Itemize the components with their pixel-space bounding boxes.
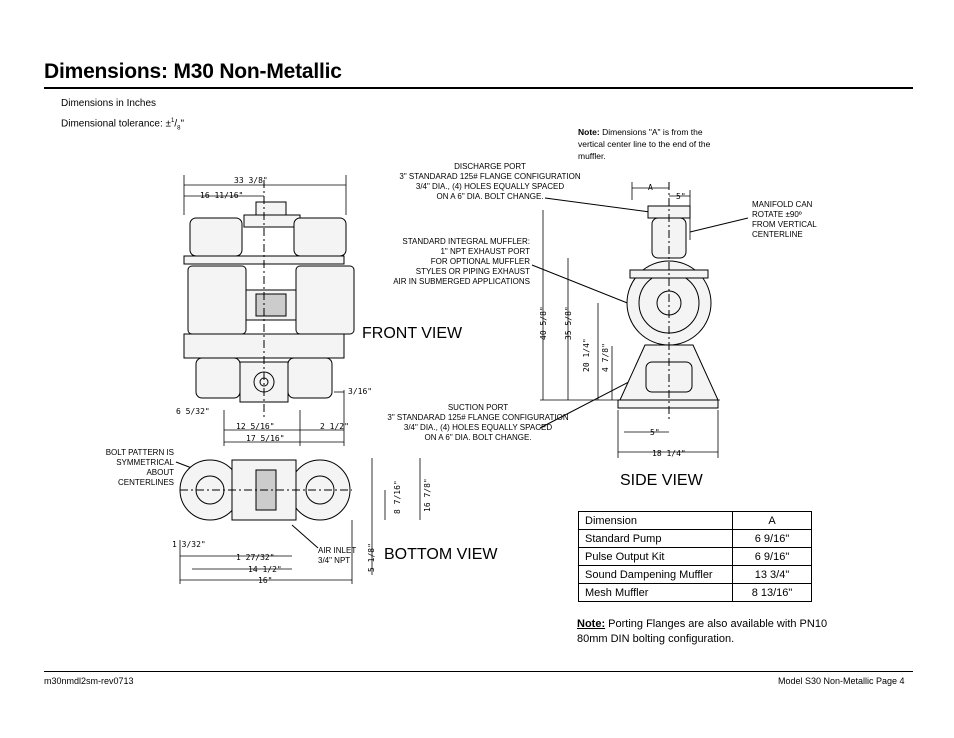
- leader-discharge: [544, 197, 651, 213]
- callout-suction-port: SUCTION PORT 3" STANDARAD 125# FLANGE CO…: [387, 403, 569, 442]
- title-rule: [44, 87, 913, 89]
- dim-40-5-8: 40 5/8": [539, 306, 548, 340]
- dim-side-5a: 5": [676, 192, 686, 201]
- dim-5-1-8: 5 1/8": [367, 543, 376, 572]
- callout-manifold: MANIFOLD CAN ROTATE ±90º FROM VERTICAL C…: [752, 200, 817, 239]
- dim-side-5b: 5": [650, 428, 660, 437]
- table-header-cell: A: [732, 511, 812, 530]
- bottom-view-label: BOTTOM VIEW: [384, 546, 498, 563]
- table-row: Sound Dampening Muffler 13 3/4": [578, 565, 812, 584]
- dim-side-width: 18 1/4": [652, 449, 686, 458]
- dimension-table: Dimension A Standard Pump 6 9/16" Pulse …: [578, 511, 812, 602]
- callout-muffler: STANDARD INTEGRAL MUFFLER: 1" NPT EXHAUS…: [393, 237, 530, 286]
- note-dimension-a: Note: Dimensions "A" is from the vertica…: [578, 127, 711, 161]
- footer-page-label: Model S30 Non-Metallic Page 4: [778, 676, 905, 686]
- leader-manifold: [689, 217, 749, 233]
- footer-rule: [44, 671, 913, 672]
- table-cell: 8 13/16": [732, 583, 812, 602]
- table-row: Standard Pump 6 9/16": [578, 529, 812, 548]
- table-header-cell: Dimension: [578, 511, 733, 530]
- side-view-label: SIDE VIEW: [620, 472, 703, 489]
- dim-16: 16": [258, 576, 272, 585]
- tolerance-note: Dimensional tolerance: ±1/8": [61, 118, 185, 132]
- callout-bolt-pattern: BOLT PATTERN IS SYMMETRICAL ABOUT CENTER…: [105, 448, 174, 487]
- dim-1-27-32: 1 27/32": [236, 553, 275, 562]
- table-cell: Sound Dampening Muffler: [578, 565, 733, 584]
- side-view-drawing: [617, 182, 719, 420]
- units-note: Dimensions in Inches: [61, 98, 157, 109]
- page-title: Dimensions: M30 Non-Metallic: [44, 60, 342, 83]
- table-cell: 6 9/16": [732, 529, 812, 548]
- dim-8-7-16: 8 7/16": [393, 480, 402, 514]
- dim-front-half: 16 11/16": [200, 191, 243, 200]
- front-view-label: FRONT VIEW: [362, 325, 463, 342]
- table-cell: Standard Pump: [578, 529, 733, 548]
- dim-17-5-16: 17 5/16": [246, 434, 285, 443]
- table-cell: 6 9/16": [732, 547, 812, 566]
- table-cell: Mesh Muffler: [578, 583, 733, 602]
- front-view-drawing: [183, 180, 355, 420]
- table-cell: 13 3/4": [732, 565, 812, 584]
- dim-35-5-8: 35 5/8": [564, 306, 573, 340]
- table-cell: Pulse Output Kit: [578, 547, 733, 566]
- table-header-row: Dimension A: [578, 511, 812, 530]
- dim-12-5-16: 12 5/16": [236, 422, 275, 431]
- table-row: Pulse Output Kit 6 9/16": [578, 547, 812, 566]
- note-porting-flanges: Note: Porting Flanges are also available…: [577, 618, 828, 645]
- table-row: Mesh Muffler 8 13/16": [578, 583, 812, 602]
- bottom-view-drawing: [179, 459, 352, 521]
- footer-doc-id: m30nmdl2sm-rev0713: [44, 676, 134, 686]
- dim-4-7-8: 4 7/8": [601, 343, 610, 372]
- dim-6-5-32: 6 5/32": [176, 407, 210, 416]
- dim-1-3-32: 1 3/32": [172, 540, 206, 549]
- dim-front-width: 33 3/8": [234, 176, 268, 185]
- dim-14-1-2: 14 1/2": [248, 565, 282, 574]
- dim-side-a: A: [648, 183, 653, 192]
- dim-3-16: 3/16": [348, 387, 372, 396]
- callout-air-inlet: AIR INLET 3/4" NPT: [318, 546, 357, 565]
- callout-discharge-port: DISCHARGE PORT 3" STANDARAD 125# FLANGE …: [399, 162, 581, 201]
- dim-20-1-4: 20 1/4": [582, 338, 591, 372]
- dim-16-7-8: 16 7/8": [423, 478, 432, 512]
- dimension-drawing: 33 3/8" 16 11/16" 3/16" 6 5/32" 12 5/16"…: [172, 175, 749, 585]
- dim-2-1-2: 2 1/2": [320, 422, 349, 431]
- leader-air: [291, 524, 319, 549]
